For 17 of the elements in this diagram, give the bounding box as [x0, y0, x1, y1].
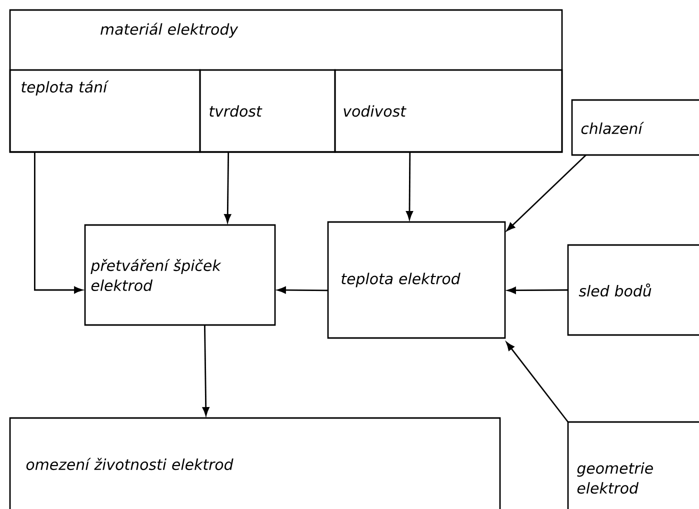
arrow: [224, 152, 232, 223]
process-box: přetváření špiček elektrod: [84, 224, 276, 326]
process-box: omezení životnosti elektrod: [9, 417, 501, 509]
arrow: [506, 342, 569, 422]
table-cell: tvrdost: [199, 69, 336, 153]
arrow: [506, 154, 586, 232]
table-cell: teplota tání: [9, 69, 201, 153]
process-box: sled bodů: [567, 244, 699, 336]
process-box: chlazení: [571, 99, 699, 156]
process-box: geometrie elektrod: [567, 421, 699, 509]
arrow: [34, 152, 83, 294]
arrow: [406, 152, 413, 220]
arrow: [202, 324, 210, 416]
arrow: [277, 286, 328, 294]
arrow: [507, 286, 568, 294]
process-box: teplota elektrod: [327, 221, 506, 339]
table-cell: vodivost: [334, 69, 563, 153]
